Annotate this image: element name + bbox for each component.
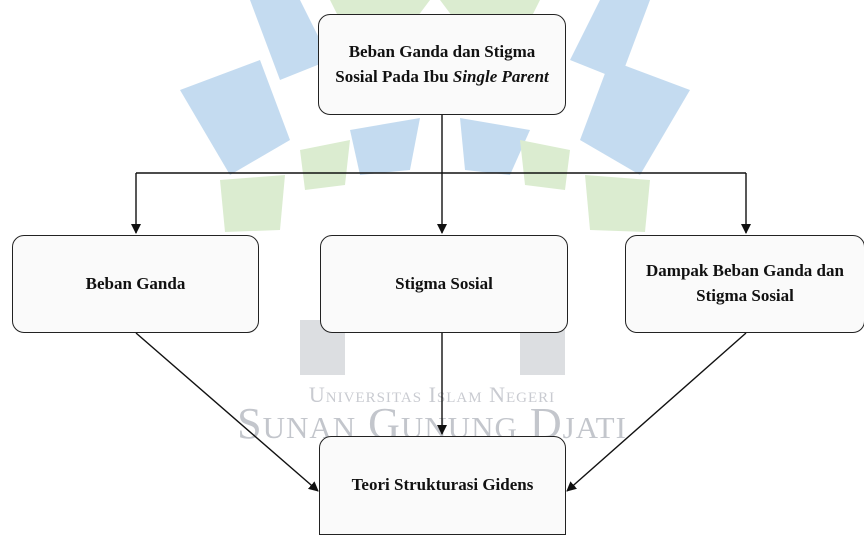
- node-teori-strukturasi-label: Teori Strukturasi Gidens: [351, 475, 534, 495]
- watermark-petal: [580, 60, 690, 175]
- node-root-text: Beban Ganda dan Stigma Sosial Pada Ibu: [335, 41, 536, 86]
- watermark-petal: [220, 175, 285, 232]
- watermark-petal: [570, 0, 650, 80]
- watermark-petal: [180, 60, 290, 175]
- node-beban-ganda-label: Beban Ganda: [85, 273, 186, 293]
- node-stigma-sosial: Stigma Sosial: [320, 235, 568, 333]
- node-teori-strukturasi: Teori Strukturasi Gidens: [319, 436, 566, 535]
- node-root-italic: Single Parent: [452, 66, 549, 86]
- watermark-petal: [460, 118, 530, 175]
- edge-dampak-teori: [566, 332, 747, 492]
- watermark-petal: [300, 140, 350, 190]
- watermark-petal: [350, 118, 420, 175]
- watermark-petal: [585, 175, 650, 232]
- watermark-line1: Universitas Islam Negeri: [308, 382, 556, 407]
- node-root: Beban Ganda dan Stigma Sosial Pada Ibu S…: [318, 14, 566, 115]
- watermark-petal: [520, 140, 570, 190]
- node-beban-ganda: Beban Ganda: [12, 235, 259, 333]
- watermark-bar: [520, 330, 565, 375]
- node-dampak: Dampak Beban Ganda dan Stigma Sosial: [625, 235, 864, 333]
- node-dampak-label: Dampak Beban Ganda dan Stigma Sosial: [646, 261, 844, 305]
- watermark-petal: [250, 0, 330, 80]
- edge-beban-teori: [135, 332, 319, 492]
- node-stigma-sosial-label: Stigma Sosial: [395, 273, 493, 293]
